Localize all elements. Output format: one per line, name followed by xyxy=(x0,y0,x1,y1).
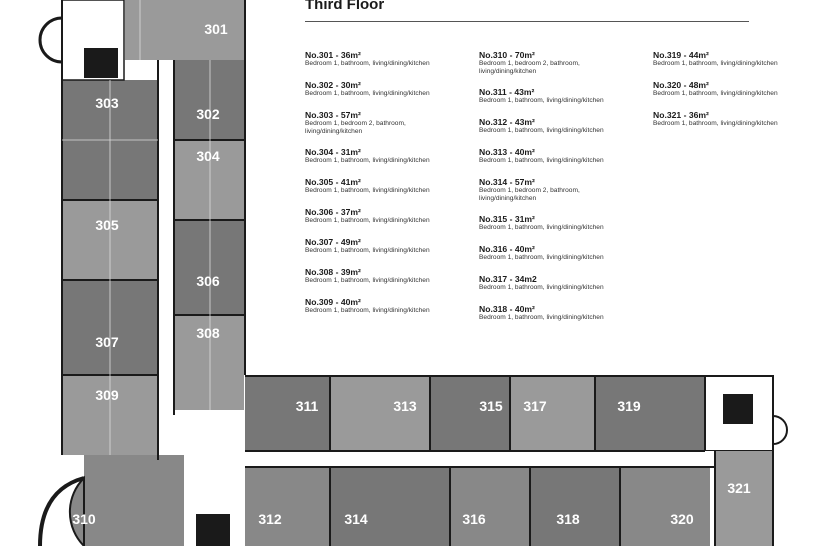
floor-plan: 301 302 303 304 305 306 307 308 309 310 xyxy=(38,0,248,546)
unit-320-area[interactable] xyxy=(620,467,710,546)
unit-301-area[interactable] xyxy=(125,0,245,60)
unit-311-area[interactable] xyxy=(245,376,330,451)
label-320: 320 xyxy=(670,511,694,527)
label-314: 314 xyxy=(344,511,368,527)
floor-heading: Third Floor xyxy=(305,0,385,13)
unit-316-area[interactable] xyxy=(450,467,530,546)
unit-318-area[interactable] xyxy=(530,467,620,546)
unit-313-area[interactable] xyxy=(330,376,430,451)
unit-317-area[interactable] xyxy=(510,376,595,451)
label-318: 318 xyxy=(556,511,580,527)
label-308: 308 xyxy=(196,325,220,341)
label-309: 309 xyxy=(95,387,119,403)
label-319: 319 xyxy=(617,398,641,414)
unit-306-area[interactable] xyxy=(174,220,244,315)
unit-308-area[interactable] xyxy=(174,315,244,410)
unit-312-area[interactable] xyxy=(245,467,330,546)
label-321: 321 xyxy=(727,480,751,496)
label-301: 301 xyxy=(204,21,228,37)
heading-rule xyxy=(305,21,749,22)
unit-315-area[interactable] xyxy=(430,376,510,451)
label-311: 311 xyxy=(296,398,319,414)
partitions xyxy=(62,0,211,455)
unit-304-area[interactable] xyxy=(174,140,244,220)
label-313: 313 xyxy=(393,398,417,414)
label-305: 305 xyxy=(95,217,119,233)
label-312: 312 xyxy=(258,511,282,527)
floor-plan-east-wing: 311 313 315 317 319 312 314 316 318 320 … xyxy=(245,375,788,546)
label-304: 304 xyxy=(196,148,220,164)
walls xyxy=(61,0,246,460)
unit-labels: 301 302 303 304 305 306 307 308 309 310 xyxy=(72,21,228,527)
label-302: 302 xyxy=(196,106,220,122)
label-303: 303 xyxy=(95,95,119,111)
unit-302-area[interactable] xyxy=(174,60,244,140)
unit-319-area[interactable] xyxy=(595,376,705,451)
label-315: 315 xyxy=(479,398,503,414)
unit-321-area[interactable] xyxy=(715,451,773,546)
label-306: 306 xyxy=(196,273,220,289)
label-310: 310 xyxy=(72,511,96,527)
unit-314-area[interactable] xyxy=(330,467,450,546)
label-307: 307 xyxy=(95,334,119,350)
label-317: 317 xyxy=(523,398,547,414)
label-316: 316 xyxy=(462,511,486,527)
unit-310-area[interactable] xyxy=(84,455,184,546)
